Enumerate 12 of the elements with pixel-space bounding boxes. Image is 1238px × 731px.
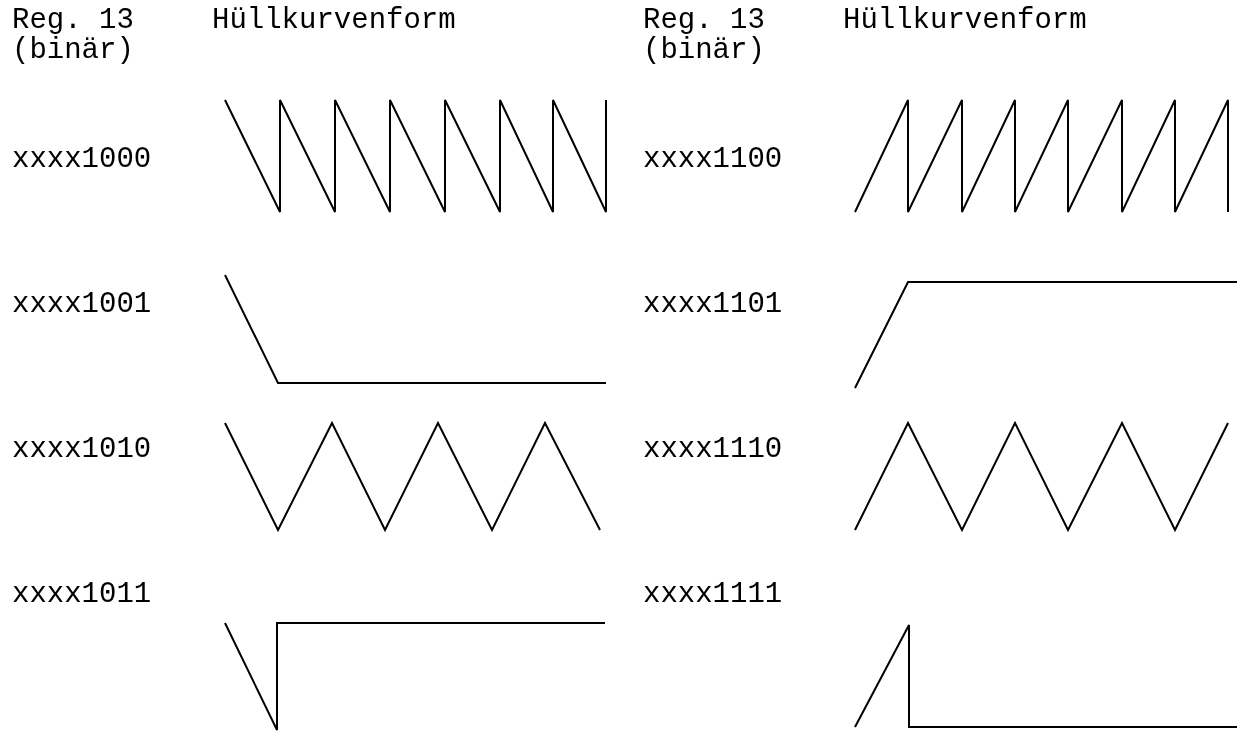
register-value: xxxx1001 — [12, 290, 152, 320]
column-header: Hüllkurvenform — [843, 6, 1087, 36]
register-value: xxxx1000 — [12, 145, 152, 175]
column-header: Reg. 13 (binär) — [643, 6, 766, 66]
register-value: xxxx1010 — [12, 435, 152, 465]
register-value: xxxx1011 — [12, 580, 152, 610]
column-header: Hüllkurvenform — [212, 6, 456, 36]
column-header: Reg. 13 (binär) — [12, 6, 135, 66]
register-value: xxxx1101 — [643, 290, 783, 320]
register-value: xxxx1110 — [643, 435, 783, 465]
register-value: xxxx1111 — [643, 580, 783, 610]
register-value: xxxx1100 — [643, 145, 783, 175]
